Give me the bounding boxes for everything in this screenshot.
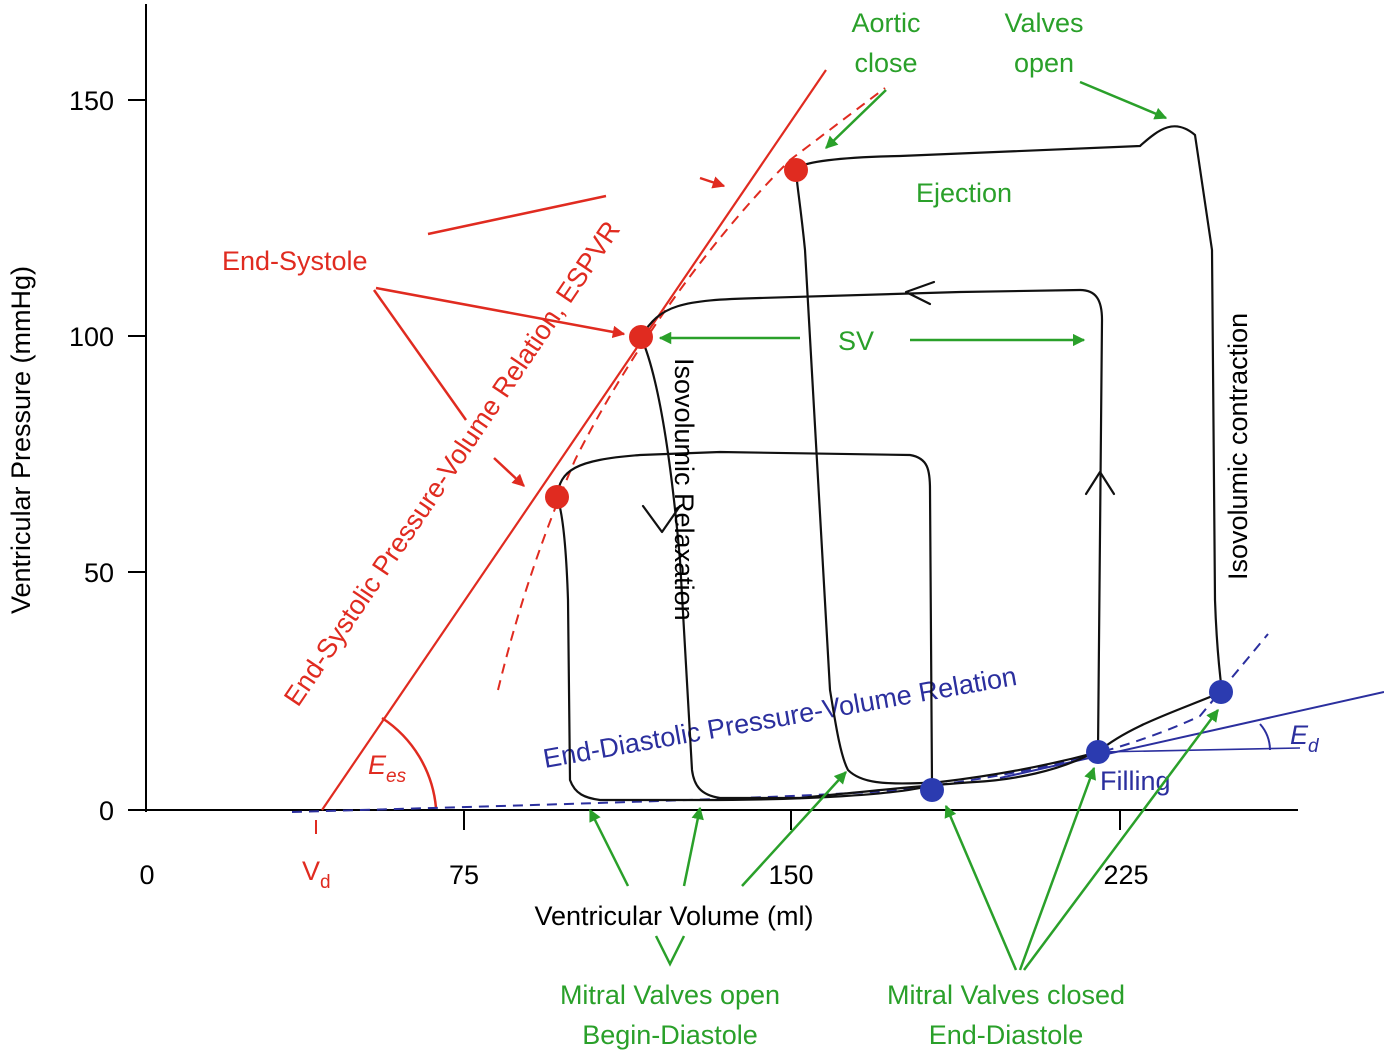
y-tick-label: 100 (69, 322, 114, 352)
end-systole-point (784, 158, 808, 182)
y-tick-label: 50 (84, 558, 114, 588)
end-systole-label: End-Systole (222, 246, 368, 276)
aortic-close-label-line2: close (854, 48, 917, 78)
x-tick-label: 0 (139, 860, 154, 890)
isovolumic-relaxation-label: Isovolumic Relaxation (669, 358, 699, 621)
mitral-open-label-line2: Begin-Diastole (582, 1020, 758, 1050)
mitral-open-arrows (588, 771, 847, 967)
ees-angle-arc (381, 716, 438, 809)
end-systole-pointer (372, 289, 468, 421)
y-tick-label: 150 (69, 86, 114, 116)
pv-loop-small (555, 450, 934, 802)
edpvr-label: End-Diastolic Pressure-Volume Relation (541, 661, 1019, 774)
end-systole-point (545, 485, 569, 509)
valves-open-label-line2: open (1014, 48, 1074, 78)
end-diastole-point (920, 778, 944, 802)
vd-label: Vd (302, 856, 331, 893)
aortic-close-arrow (825, 89, 887, 149)
y-tick-label: 0 (99, 796, 114, 826)
espvr-line (321, 69, 827, 811)
direction-arrowhead (641, 504, 682, 534)
direction-arrowhead (1084, 470, 1116, 496)
end-systole-arrow (375, 286, 626, 339)
ed-tangent-line (999, 691, 1384, 779)
x-axis-ticks (463, 810, 1121, 830)
y-axis-title: Ventricular Pressure (mmHg) (6, 266, 36, 614)
aortic-close-label-line1: Aortic (851, 8, 920, 38)
end-systole-pointer (427, 194, 607, 236)
mitral-closed-label-line1: Mitral Valves closed (887, 980, 1125, 1010)
ees-label: Ees (368, 750, 407, 787)
ejection-label: Ejection (916, 178, 1012, 208)
pv-loop-medium (639, 288, 1104, 800)
mitral-closed-arrows (944, 708, 1220, 971)
filling-label: Filling (1100, 766, 1171, 796)
mitral-closed-label-line2: End-Diastole (929, 1020, 1084, 1050)
direction-arrowhead (904, 280, 936, 306)
x-tick-label: 75 (449, 860, 479, 890)
x-tick-label: 225 (1103, 860, 1148, 890)
mitral-open-label-line1: Mitral Valves open (560, 980, 780, 1010)
end-diastole-point (1209, 680, 1233, 704)
valves-open-label-line1: Valves (1004, 8, 1083, 38)
espvr-curve-dashed (497, 87, 886, 691)
x-axis-title: Ventricular Volume (ml) (534, 901, 813, 931)
sv-label: SV (838, 326, 874, 356)
end-systole-arrow (699, 176, 726, 189)
end-systole-arrow (493, 457, 525, 487)
end-systole-point (629, 325, 653, 349)
x-tick-label: 150 (768, 860, 813, 890)
ed-reference-line (1099, 747, 1301, 753)
ed-angle-arc (1259, 723, 1271, 751)
isovolumic-contraction-label: Isovolumic contraction (1223, 313, 1253, 580)
ed-label: Ed (1290, 720, 1320, 757)
end-diastole-point (1086, 740, 1110, 764)
valves-open-arrow (1079, 80, 1168, 120)
y-axis-ticks (128, 99, 146, 811)
